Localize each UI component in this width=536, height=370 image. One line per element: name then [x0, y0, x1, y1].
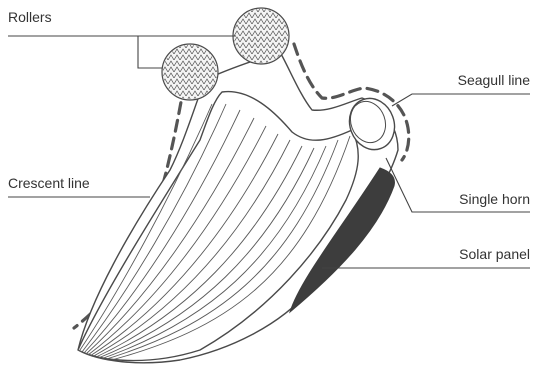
roller-top [233, 8, 289, 64]
rollers-leader [8, 36, 162, 68]
solar-panel-label: Solar panel [459, 246, 530, 262]
crescent-line-label: Crescent line [8, 175, 90, 191]
seagull-line-leader [392, 94, 530, 106]
single-horn-label: Single horn [459, 191, 530, 207]
seagull-line-label: Seagull line [458, 72, 531, 88]
roller-bottom [162, 44, 218, 100]
rollers-label: Rollers [8, 9, 52, 25]
